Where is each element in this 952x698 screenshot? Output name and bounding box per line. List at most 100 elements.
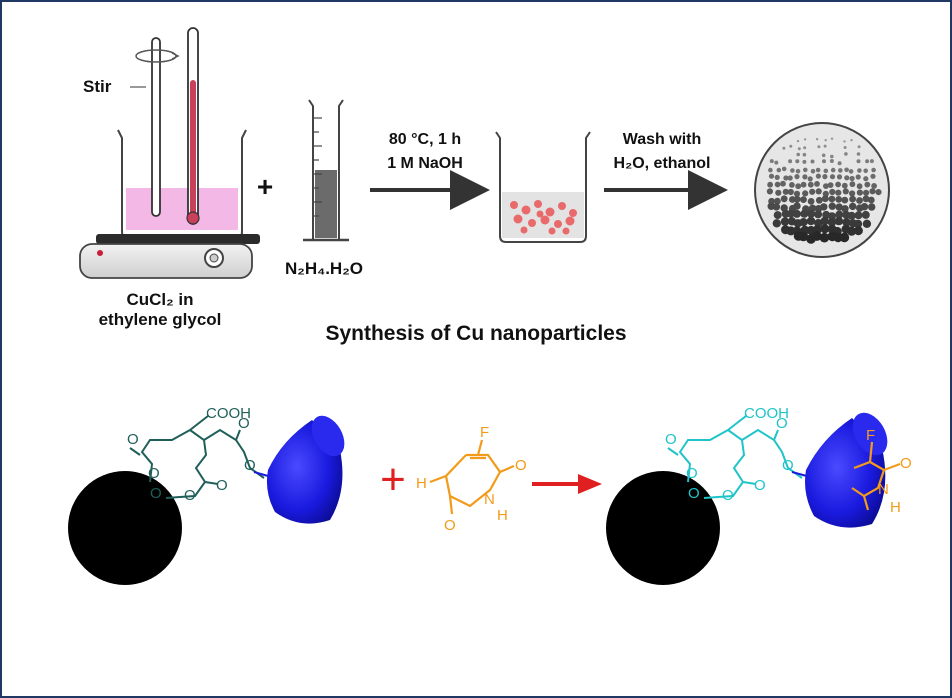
nanoparticle-dot — [841, 205, 849, 213]
svg-text:O: O — [216, 477, 228, 494]
nanoparticle-dot — [773, 211, 782, 220]
nanoparticle-dot — [783, 175, 789, 181]
fluorouracil-molecule: F O O H N H — [416, 424, 527, 534]
nanoparticle-dot — [839, 232, 850, 243]
svg-text:O: O — [900, 455, 912, 472]
right-conjugate: O O O O O O O COOH F O N H — [606, 405, 912, 585]
citrate-linker-left — [129, 415, 265, 499]
nanoparticle-dot — [850, 139, 853, 142]
nanoparticle-dot — [803, 167, 808, 173]
nanoparticle-dot — [807, 198, 815, 205]
nanoparticle-dot — [847, 211, 856, 220]
nanoparticle-dot — [841, 196, 849, 204]
svg-text:O: O — [782, 457, 794, 474]
cyclodextrin-left-icon — [266, 415, 345, 524]
nanoparticle-dot — [865, 159, 870, 164]
nanoparticle-dot — [795, 168, 801, 174]
svg-text:O: O — [688, 485, 700, 502]
flask-label-line2: ethylene glycol — [99, 310, 222, 329]
nanoparticle-dot — [802, 152, 807, 157]
nanoparticle-dot — [800, 181, 807, 188]
nanoparticle-dot — [807, 181, 814, 188]
nanoparticle-dot — [820, 224, 830, 234]
nanoparticle-dot — [827, 218, 837, 227]
nanoparticle-dot — [869, 159, 874, 164]
nanoparticle-dot — [802, 174, 808, 180]
svg-text:O: O — [722, 487, 734, 504]
svg-text:O: O — [515, 457, 527, 474]
stir-rod-icon — [135, 37, 180, 217]
nanoparticle-dot — [822, 174, 828, 180]
nanoparticle-dot — [806, 216, 816, 226]
nanoparticle-dot — [863, 189, 870, 196]
nanoparticle-dot — [862, 219, 872, 228]
nanoparticle-dot — [856, 183, 863, 190]
nanoparticle-dot — [774, 181, 781, 188]
svg-text:O: O — [244, 457, 256, 474]
atom-h-left: H — [416, 475, 427, 492]
cu-nanoparticles-icon — [754, 122, 890, 258]
nanoparticle-dot — [848, 169, 854, 174]
nanoparticle-dot — [812, 231, 822, 241]
step2-line2: H₂O, ethanol — [614, 155, 711, 172]
reagent-label: N₂H₄.H₂O — [285, 259, 363, 278]
nanoparticle-dot — [793, 195, 801, 203]
nanoparticle-dot — [828, 195, 836, 203]
plus-sign-bottom: + — [380, 455, 406, 504]
nanoparticle-dot — [802, 159, 807, 164]
nanoparticle-dot — [864, 181, 871, 188]
nanoparticle-dot — [857, 168, 862, 173]
nanoparticle-dot — [863, 176, 869, 182]
svg-text:O: O — [754, 477, 766, 494]
nanoparticle-dot — [847, 226, 857, 236]
nanoparticle-dot — [796, 139, 800, 143]
nanoparticle-core-left — [68, 471, 182, 585]
nanoparticle-dot — [803, 146, 807, 150]
nanoparticle-dot — [870, 173, 876, 179]
nanoparticle-dot — [827, 182, 834, 189]
nanoparticle-dot — [776, 167, 782, 173]
svg-text:O: O — [184, 487, 196, 504]
nanoparticle-dot — [842, 218, 851, 227]
graduated-cylinder-icon — [303, 99, 349, 242]
nanoparticle-dot — [795, 159, 800, 164]
nanoparticle-dot — [871, 183, 877, 189]
nanoparticle-dot — [820, 216, 829, 226]
nanoparticle-dot — [843, 146, 847, 149]
nanoparticle-dot — [775, 189, 782, 196]
nanoparticle-dot — [838, 168, 843, 173]
citrate-linker-right — [667, 415, 803, 499]
nanoparticle-dot — [836, 174, 843, 180]
cooh-label-left: COOH — [206, 405, 251, 422]
nanoparticle-dot — [823, 183, 829, 190]
step1-line2: 1 M NaOH — [387, 155, 463, 172]
hotplate-setup — [79, 27, 260, 279]
nanoparticle-dot — [841, 182, 848, 189]
stir-label: Stir — [83, 77, 112, 96]
atom-h-n: H — [497, 507, 508, 524]
nanoparticle-dot — [830, 137, 834, 140]
plus-sign-top: + — [257, 171, 273, 202]
nanoparticle-dot — [814, 219, 823, 228]
hotplate-icon — [79, 234, 260, 279]
reaction-arrow — [532, 474, 602, 494]
nanoparticle-dot — [820, 203, 828, 211]
nanoparticle-dot — [819, 232, 830, 243]
nanoparticle-dot — [849, 190, 856, 197]
nanoparticle-dot — [782, 146, 786, 150]
nanoparticle-dot — [817, 145, 821, 149]
beaker-icon — [117, 129, 247, 239]
nanoparticle-dot — [823, 168, 829, 174]
nanoparticle-dot — [842, 188, 849, 195]
nanoparticle-dot — [828, 212, 836, 221]
nanoparticle-dot — [815, 188, 822, 195]
nanoparticle-dot — [787, 175, 793, 181]
cooh-label-right: COOH — [744, 405, 789, 422]
nanoparticle-dot — [782, 188, 789, 195]
nanoparticle-dot — [799, 218, 808, 227]
nanoparticle-dot — [794, 174, 800, 180]
svg-text:O: O — [150, 485, 162, 502]
nanoparticle-dot — [835, 203, 843, 211]
nanoparticle-dot — [868, 203, 876, 211]
nanoparticle-dot — [849, 181, 856, 188]
